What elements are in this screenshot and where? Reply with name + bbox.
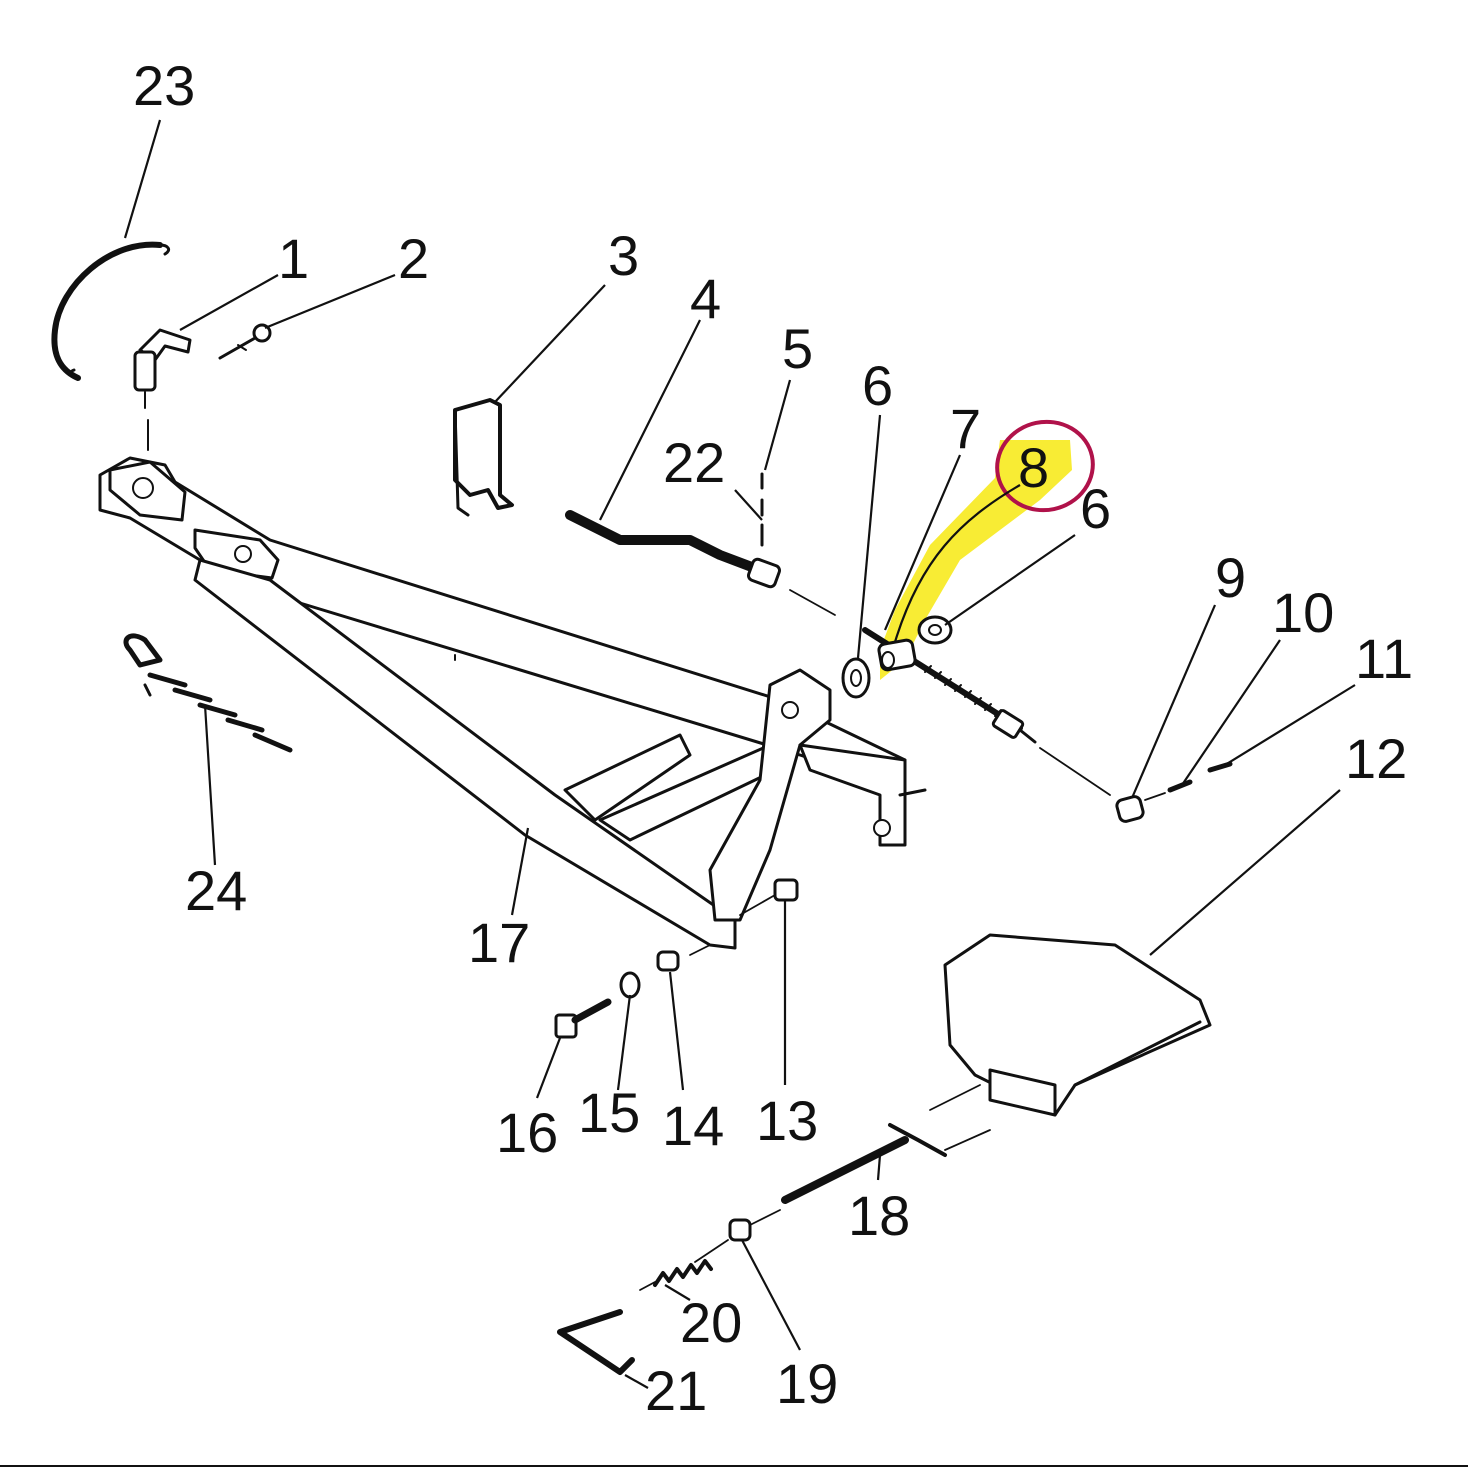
callout-9: 9 xyxy=(1215,546,1246,609)
callout-labels: 23 1 2 3 4 5 22 6 7 8 6 9 10 11 12 24 17… xyxy=(133,54,1413,1422)
part-2-clip-pin xyxy=(218,323,272,360)
callout-16: 16 xyxy=(496,1101,558,1164)
part-1-hitch-pin xyxy=(133,328,192,451)
part-6-washer-left xyxy=(841,657,871,699)
callout-12: 12 xyxy=(1345,727,1407,790)
callout-21: 21 xyxy=(645,1359,707,1422)
callout-18: 18 xyxy=(848,1184,910,1247)
part-23-curved-pin xyxy=(51,241,171,381)
part-24-chain xyxy=(123,633,293,753)
part-6-washer-right xyxy=(917,615,953,645)
callout-6-right: 6 xyxy=(1080,477,1111,540)
callout-5: 5 xyxy=(782,317,813,380)
part-4-crank-rod xyxy=(565,510,782,589)
part-8-adjuster-block xyxy=(877,638,917,672)
part-16-bolt xyxy=(554,998,612,1039)
callout-19: 19 xyxy=(776,1352,838,1415)
yellow-highlight-stroke xyxy=(880,440,1072,680)
callout-11: 11 xyxy=(1355,627,1413,690)
part-3-wire-bracket xyxy=(453,398,514,517)
callout-23: 23 xyxy=(133,54,195,117)
callout-10: 10 xyxy=(1272,581,1334,644)
part-17-a-frame xyxy=(98,456,927,950)
part-19-nut xyxy=(728,1218,752,1242)
callout-17: 17 xyxy=(468,911,530,974)
red-circle-mark xyxy=(995,419,1095,513)
callout-13: 13 xyxy=(756,1089,818,1152)
callout-15: 15 xyxy=(578,1081,640,1144)
part-14-nut xyxy=(656,950,680,972)
callout-20: 20 xyxy=(680,1291,742,1354)
callout-22: 22 xyxy=(663,431,725,494)
callout-6-left: 6 xyxy=(862,354,893,417)
callout-24: 24 xyxy=(185,859,247,922)
part-13-nut xyxy=(773,878,799,902)
part-8-highlight xyxy=(880,419,1095,680)
part-12-plate xyxy=(943,933,1212,1117)
callout-3: 3 xyxy=(608,224,639,287)
part-20-spring xyxy=(653,1259,713,1287)
callout-2: 2 xyxy=(398,227,429,290)
part-18-hook-pin xyxy=(781,1123,947,1204)
part-10-pin xyxy=(1167,779,1193,793)
assembly-lines xyxy=(639,589,1166,1291)
part-15-washer xyxy=(619,971,641,999)
callout-1: 1 xyxy=(278,227,309,290)
callout-14: 14 xyxy=(662,1094,724,1157)
leader-lines xyxy=(123,119,1356,1389)
part-9-nut xyxy=(1115,795,1145,823)
callout-8: 8 xyxy=(1018,436,1049,499)
callout-7: 7 xyxy=(950,397,981,460)
part-21-u-rod xyxy=(557,1309,635,1375)
callout-4: 4 xyxy=(690,267,721,330)
